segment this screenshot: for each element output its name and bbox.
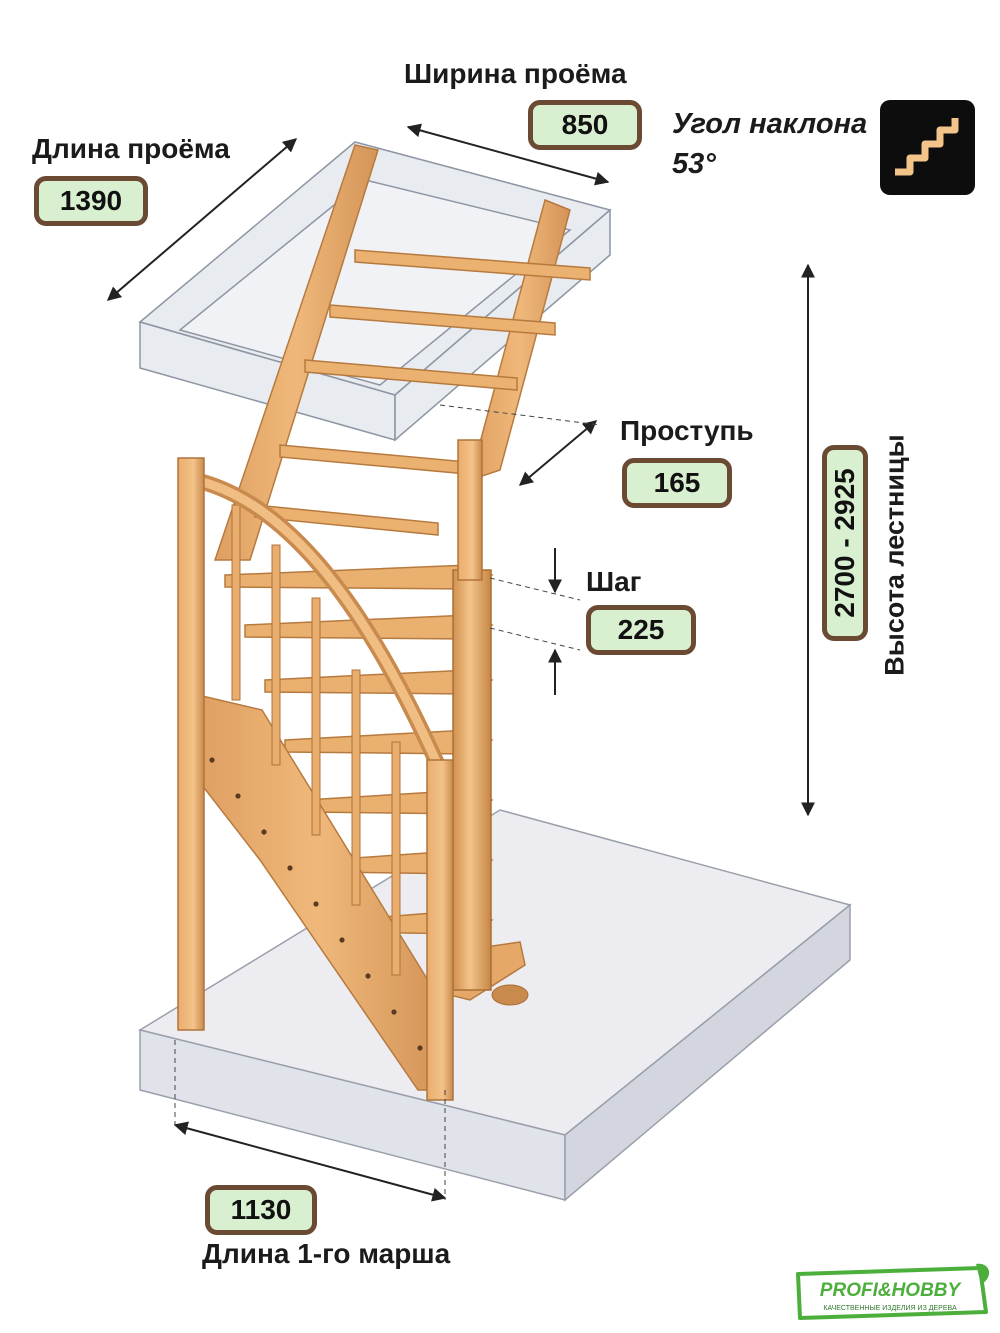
tread-value: 165	[622, 458, 732, 508]
bolt-hole	[391, 1009, 397, 1015]
bolt-hole	[417, 1045, 423, 1051]
baluster	[351, 669, 361, 906]
newel-posts	[177, 439, 483, 1101]
upper-tread	[304, 359, 518, 391]
bolt-hole	[313, 901, 319, 907]
handrail	[187, 472, 448, 778]
angle-label: Угол наклона	[672, 108, 868, 140]
extension-lines	[174, 404, 601, 1200]
baluster	[311, 597, 321, 836]
stairs-angle-icon	[880, 100, 975, 195]
first-flight-label: Длина 1-го марша	[202, 1238, 451, 1269]
bolt-hole	[287, 865, 293, 871]
bolt-hole	[209, 757, 215, 763]
first-flight-value: 1130	[205, 1185, 317, 1235]
bolt-hole	[365, 973, 371, 979]
opening-length-label: Длина проёма	[32, 133, 230, 164]
leaf-icon	[976, 1263, 990, 1284]
bolt-hole	[339, 937, 345, 943]
profi-hobby-logo: PROFI&HOBBY КАЧЕСТВЕННЫЕ ИЗДЕЛИЯ ИЗ ДЕРЕ…	[792, 1262, 994, 1324]
tread-label: Проступь	[620, 415, 754, 446]
angle-value: 53°	[672, 148, 716, 180]
logo-tagline: КАЧЕСТВЕННЫЕ ИЗДЕЛИЯ ИЗ ДЕРЕВА	[823, 1305, 957, 1312]
bolt-hole	[261, 829, 267, 835]
step-value: 225	[586, 605, 696, 655]
upper-tread	[329, 304, 556, 336]
bolt-hole	[235, 793, 241, 799]
dimension-lines	[106, 123, 815, 1202]
logo-brand: PROFI&HOBBY	[820, 1280, 963, 1301]
floor-slab	[138, 809, 852, 1202]
opening-length-value: 1390	[34, 176, 148, 226]
upper-flight	[213, 144, 591, 561]
upper-tread	[354, 249, 591, 281]
baluster	[391, 741, 401, 976]
winder-tread	[224, 564, 494, 590]
step-label: Шаг	[586, 566, 642, 597]
baluster	[231, 504, 241, 701]
baluster	[271, 544, 281, 766]
stair-height-label: Высота лестницы	[879, 434, 910, 676]
opening-width-value: 850	[528, 100, 642, 150]
stair-height-value: 2700 - 2925	[822, 445, 868, 641]
balusters	[231, 504, 401, 976]
upper-tread	[279, 444, 479, 476]
opening-width-label: Ширина проёма	[404, 58, 627, 89]
